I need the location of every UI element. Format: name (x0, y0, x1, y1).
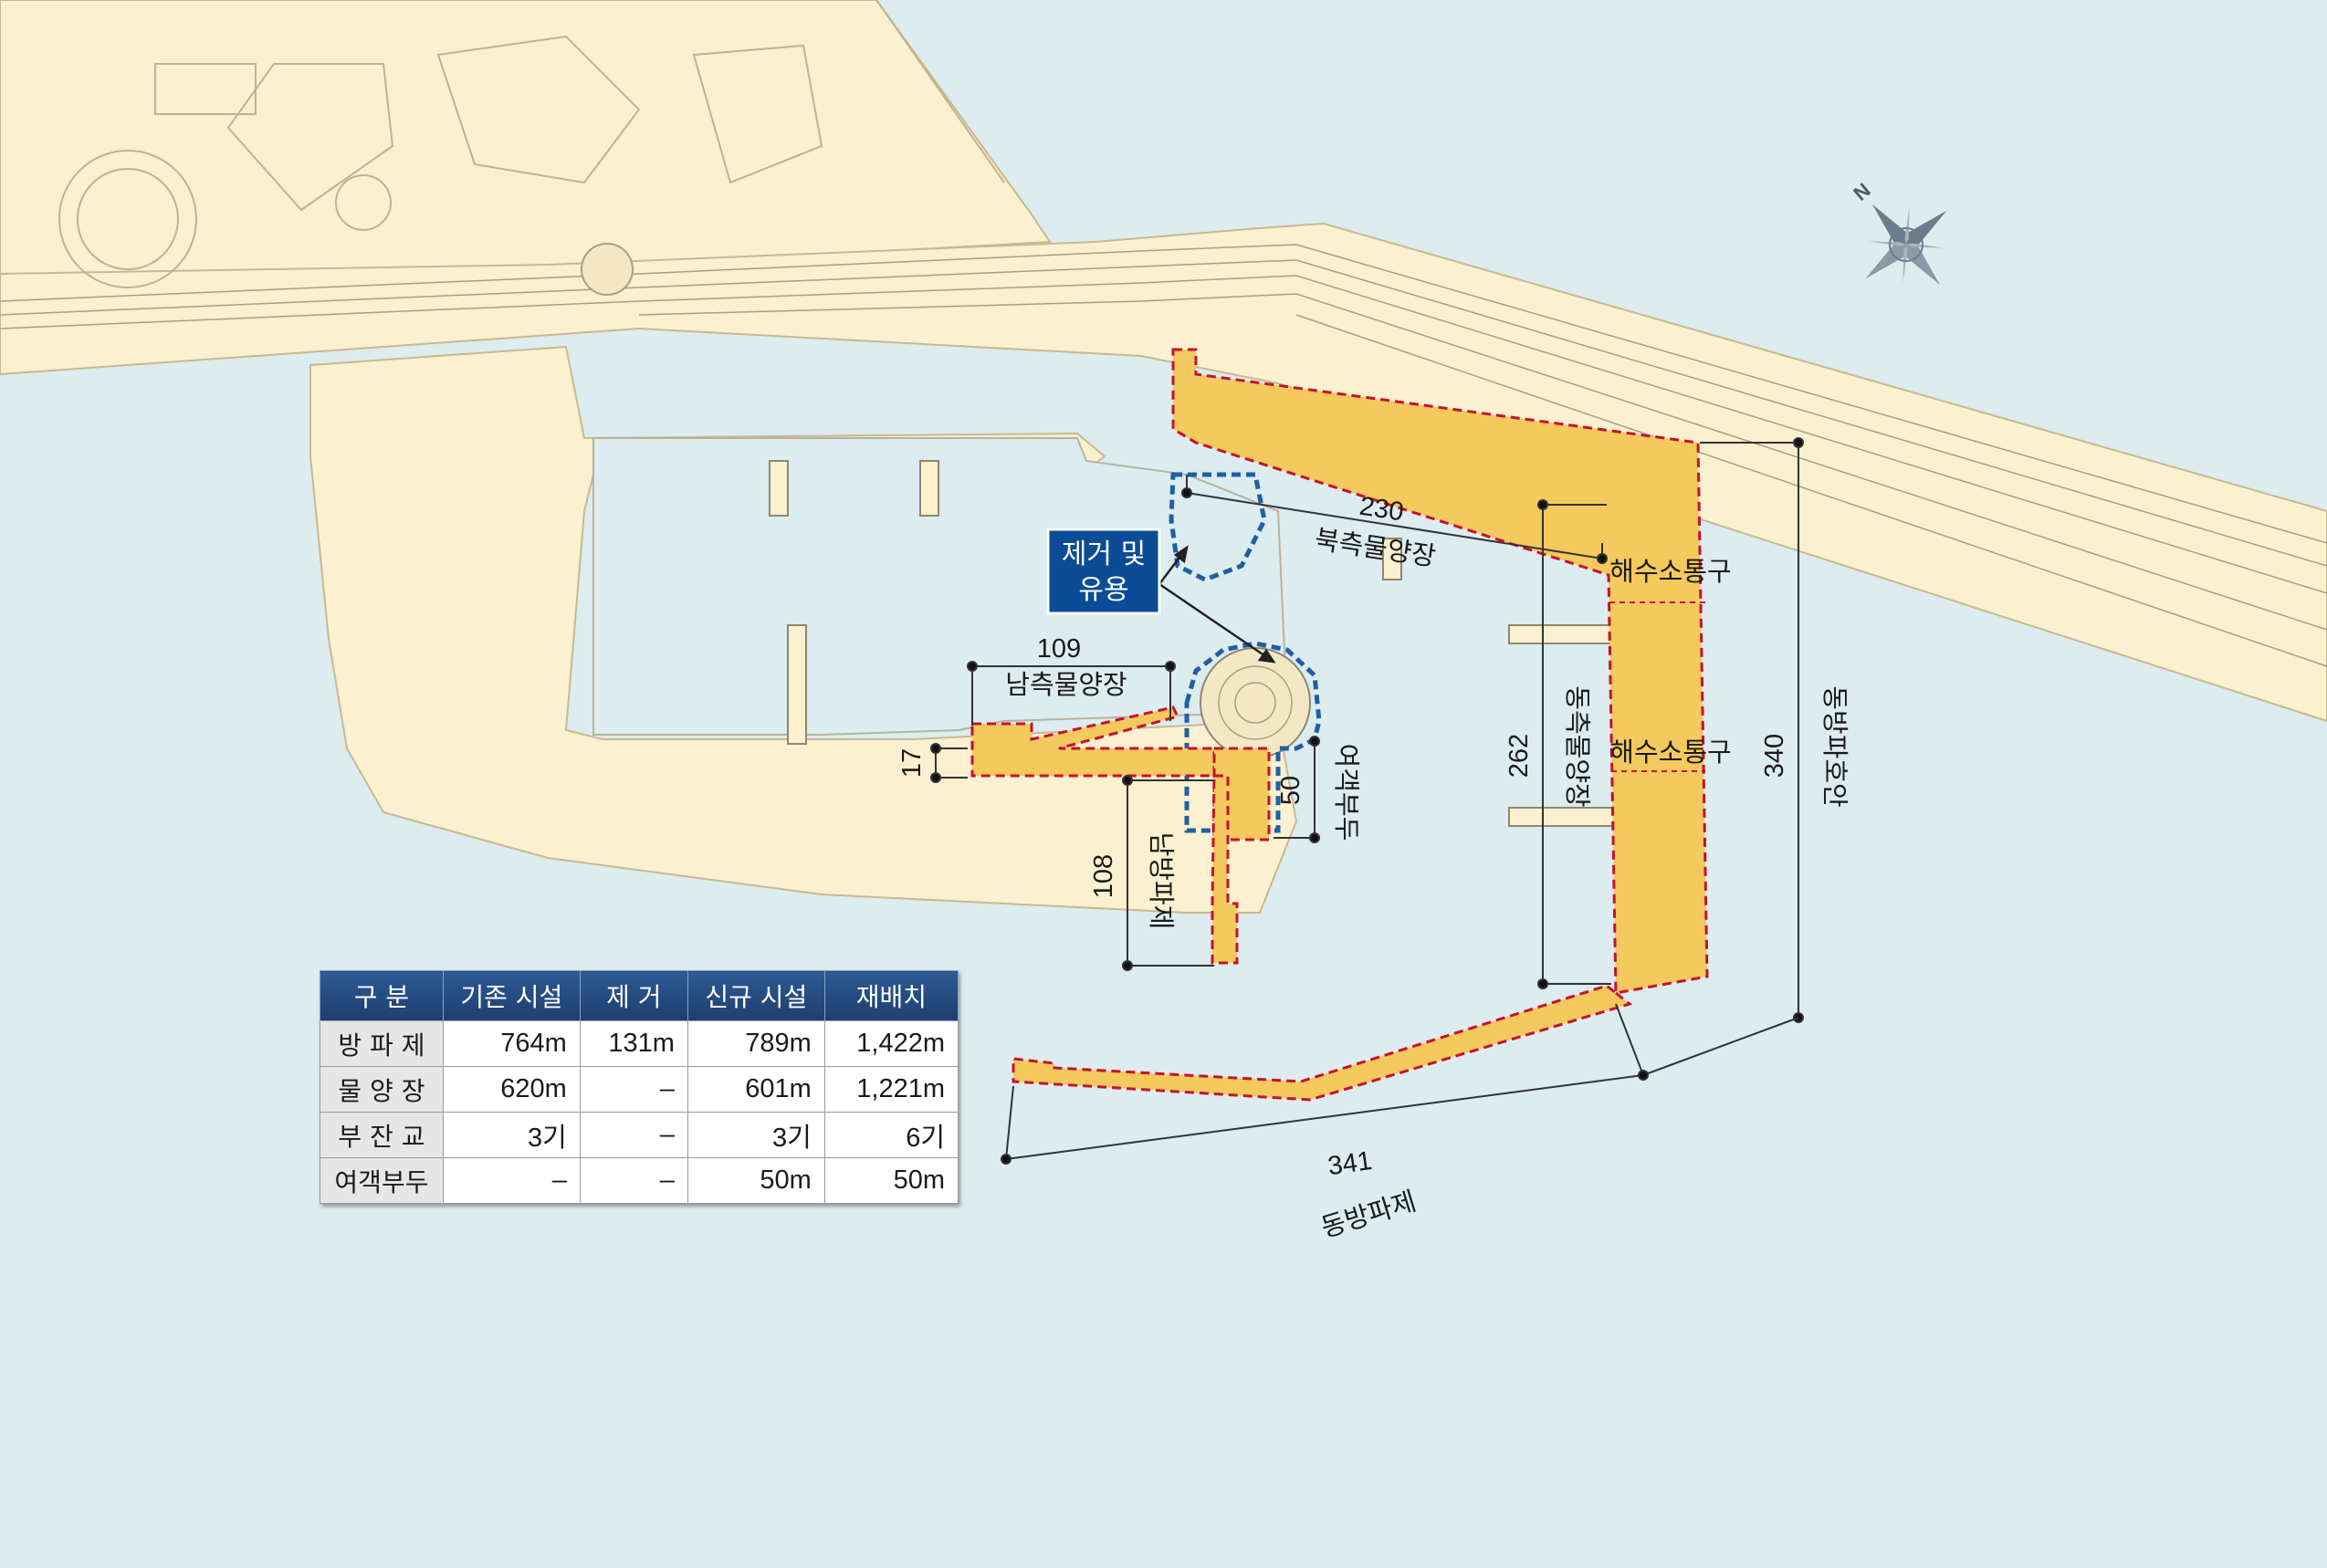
cell-relocated: 1,221m (823, 1066, 959, 1113)
table-row: 방 파 제 764m 131m 789m 1,422m (320, 1020, 959, 1067)
row-label: 방 파 제 (320, 1020, 444, 1067)
cell-removed: – (579, 1066, 688, 1113)
removal-outline-north (1169, 472, 1267, 582)
cell-existing: 620m (442, 1066, 581, 1113)
cell-new: 789m (687, 1020, 825, 1067)
roundabout (581, 243, 634, 296)
cell-removed: – (579, 1157, 688, 1204)
cell-existing: – (442, 1157, 581, 1204)
table-header-row: 구 분 기존 시설 제 거 신규 시설 재배치 (320, 970, 959, 1021)
new-south-breakwater (1211, 774, 1239, 965)
removal-callout-box (1046, 528, 1161, 615)
header-existing: 기존 시설 (442, 970, 581, 1021)
facility-summary-table: 구 분 기존 시설 제 거 신규 시설 재배치 방 파 제 764m 131m … (320, 970, 959, 1204)
cell-relocated: 50m (823, 1157, 959, 1204)
row-label: 여객부두 (320, 1157, 444, 1204)
callout-arrows (1158, 545, 1276, 664)
label-south-quay: 남측물양장 (1005, 669, 1127, 700)
header-relocated: 재배치 (823, 970, 959, 1021)
dim-south-quay: 109 (1037, 634, 1081, 664)
dim-east-quay: 262 (1504, 734, 1534, 778)
terminal-spiral (1218, 665, 1293, 740)
cell-new: 3기 (687, 1112, 825, 1158)
table-row: 여객부두 – – 50m 50m (320, 1157, 959, 1204)
dim-small-gap: 17 (897, 748, 927, 778)
header-category: 구 분 (320, 970, 444, 1021)
cell-removed: – (579, 1112, 688, 1158)
new-facilities (970, 348, 1709, 1102)
header-removed: 제 거 (579, 970, 688, 1021)
dim-south-breakwater: 108 (1089, 854, 1118, 898)
cell-relocated: 6기 (823, 1112, 959, 1158)
row-label: 부 잔 교 (320, 1112, 444, 1158)
coastal-road-land (0, 222, 2327, 723)
label-south-breakwater: 남방파제 (1146, 832, 1177, 930)
table-row: 물 양 장 620m – 601m 1,221m (320, 1066, 959, 1113)
label-seawater-channel-2: 해수소통구 (1609, 737, 1731, 768)
dim-east-breakwater: 341 (1326, 1146, 1374, 1181)
removal-callout-line2: 유용 (1078, 574, 1128, 606)
basin-piers (769, 460, 1615, 827)
removal-outline-south (1184, 641, 1322, 833)
new-east-breakwater (1012, 984, 1633, 1102)
cell-existing: 3기 (442, 1112, 581, 1158)
harbor-basin (592, 437, 1289, 736)
label-passenger-pier: 여객부두 (1331, 744, 1362, 841)
new-south-quay (970, 706, 1216, 778)
cell-new: 601m (687, 1066, 825, 1113)
cell-removed: 131m (579, 1020, 688, 1067)
dim-north-quay: 230 (1357, 492, 1406, 528)
label-seawater-channel-1: 해수소통구 (1609, 556, 1731, 587)
row-label: 물 양 장 (320, 1066, 444, 1113)
park-details (58, 0, 1005, 290)
cell-relocated: 1,422m (823, 1020, 959, 1067)
compass-rose: N (1849, 178, 1947, 286)
header-new: 신규 시설 (687, 970, 825, 1021)
new-north-quay (1171, 348, 1709, 995)
dimension-lines (930, 437, 1804, 1165)
passenger-terminal (1200, 647, 1311, 758)
table-row: 부 잔 교 3기 – 3기 6기 (320, 1112, 959, 1158)
road-lines (0, 244, 2327, 667)
label-east-revetment: 동방파호안 (1819, 685, 1850, 807)
cell-existing: 764m (442, 1020, 581, 1067)
cell-new: 50m (687, 1157, 825, 1204)
label-east-quay: 동측물양장 (1562, 685, 1593, 807)
dim-passenger-pier: 50 (1276, 776, 1305, 805)
dim-east-revetment: 340 (1760, 734, 1789, 778)
removal-callout-line1: 제거 및 (1062, 538, 1146, 570)
